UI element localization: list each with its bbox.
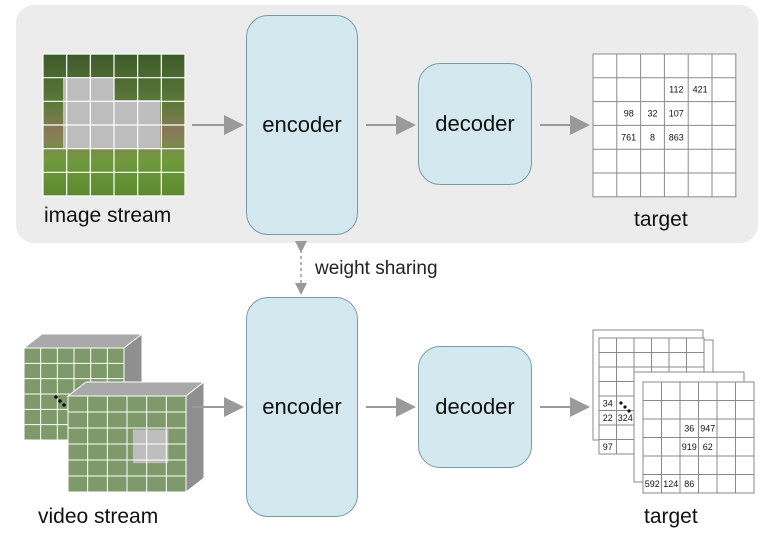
ellipsis-dot — [58, 399, 62, 403]
video-front-target-cell-value: 124 — [663, 479, 678, 489]
image-target-cell-value: 112 — [669, 85, 683, 95]
image-target-cell-value: 863 — [669, 132, 684, 142]
image-stream-label: image stream — [44, 204, 172, 227]
video-back-target-cell-value: 22 — [603, 413, 613, 423]
frame-side — [185, 380, 205, 494]
image-target-grid: 112 421 98 32 107 761 8 863 — [592, 53, 737, 198]
video-back-target-cell-value: 97 — [603, 442, 613, 452]
weight-sharing-label: weight sharing — [315, 258, 438, 279]
video-target-label: target — [644, 505, 698, 528]
frame-mask — [132, 429, 169, 464]
video-front-target-cell-value: 592 — [645, 479, 660, 489]
video-front-target-cell-value: 86 — [684, 479, 694, 489]
image-target-cell-value: 107 — [669, 109, 684, 119]
ellipsis-dot — [623, 405, 627, 409]
image-target-cell-value: 421 — [693, 85, 708, 95]
video-decoder-box: decoder — [418, 346, 532, 468]
video-frames — [22, 332, 206, 494]
video-front-target-cell-value: 62 — [703, 442, 713, 452]
image-decoder-box: decoder — [418, 63, 532, 185]
ellipsis-dot — [627, 409, 631, 413]
image-grid-overlay — [42, 53, 186, 197]
video-back-target-cell-value: 324 — [618, 413, 633, 423]
image-target-cell-value: 8 — [650, 132, 655, 142]
frame-top — [22, 333, 144, 349]
image-mask — [63, 78, 160, 149]
ellipsis-dot — [619, 401, 623, 405]
image-target-cell-value: 32 — [647, 109, 657, 119]
video-back-target-cell-value: 34 — [603, 398, 613, 408]
image-target-label: target — [634, 208, 688, 231]
video-encoder-box: encoder — [246, 297, 358, 517]
video-front-target-cell-value: 919 — [682, 442, 697, 452]
ellipsis-dot — [62, 403, 66, 407]
image-target-cell-value: 761 — [621, 132, 636, 142]
video-front-target-cell-value: 36 — [684, 423, 694, 433]
image-target-cell-value: 98 — [624, 109, 634, 119]
video-stream-label: video stream — [38, 505, 159, 528]
image-encoder-box: encoder — [246, 15, 358, 235]
ellipsis-dot — [54, 395, 58, 399]
frame-top — [66, 381, 206, 397]
video-front-target-cell-value: 947 — [700, 423, 715, 433]
